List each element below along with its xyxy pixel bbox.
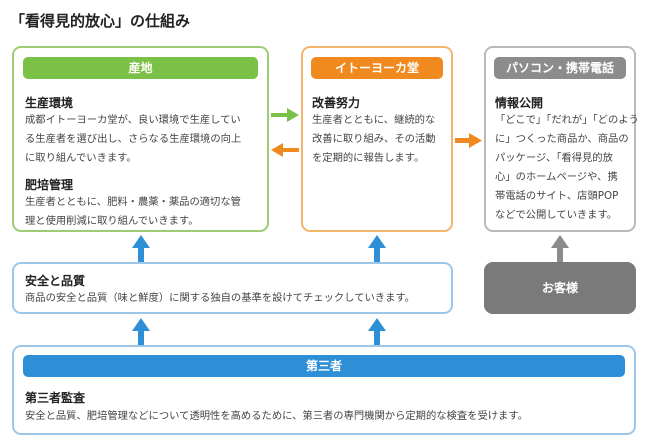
ito-header: イトーヨーカ堂 (311, 57, 443, 79)
arrow-ito-to-sanchi (271, 143, 299, 157)
third-party-text: 安全と品質、肥培管理などについて透明性を高めるために、第三者の専門機関から定期的… (25, 410, 528, 422)
quality-heading: 安全と品質 (25, 274, 86, 288)
arrow-quality-to-ito (368, 235, 386, 262)
sanchi-section1-text: 成都イトーヨーカ堂が、良い環境で生産してい る生産者を選び出し、さらなる生産環境… (25, 114, 242, 164)
third-party-heading: 第三者監査 (25, 391, 86, 405)
quality-text: 商品の安全と品質（味と鮮度）に関する独自の基準を設けてチェックしていきます。 (25, 292, 415, 304)
arrow-quality-to-sanchi (132, 235, 150, 262)
pc-heading: 情報公開 (495, 96, 544, 110)
ito-text: 生産者とともに、継続的な 改善に取り組み、その活動 を定期的に報告します。 (312, 114, 436, 164)
arrow-third-to-quality-left (132, 318, 150, 345)
third-party-box: 第三者 第三者監査 安全と品質、肥培管理などについて透明性を高めるために、第三者… (12, 345, 636, 435)
customer-box: お客様 (484, 262, 636, 314)
pc-box: パソコン・携帯電話 情報公開 「どこで」「だれが」「どのよう に」つくった商品か… (484, 46, 639, 232)
ito-heading: 改善努力 (312, 96, 361, 110)
third-party-header: 第三者 (23, 355, 625, 377)
sanchi-section2-heading: 肥培管理 (25, 178, 74, 192)
arrow-third-to-quality-right (368, 318, 386, 345)
arrow-customer-to-pc (551, 235, 569, 262)
pc-text: 「どこで」「だれが」「どのよう に」つくった商品か、商品の パッケージ、「看得見… (495, 114, 639, 221)
arrow-ito-to-pc (455, 133, 482, 148)
sanchi-box: 産地 生産環境 成都イトーヨーカ堂が、良い環境で生産してい る生産者を選び出し、… (12, 46, 269, 232)
customer-label: お客様 (541, 281, 578, 295)
page-title: 「看得見的放心」の仕組み (10, 12, 191, 30)
arrow-sanchi-to-ito (271, 108, 299, 122)
sanchi-section2-text: 生産者とともに、肥料・農薬・薬品の適切な管 理と使用削減に取り組んでいきます。 (25, 196, 241, 227)
ito-box: イトーヨーカ堂 改善努力 生産者とともに、継続的な 改善に取り組み、その活動 を… (301, 46, 453, 232)
pc-header: パソコン・携帯電話 (494, 57, 626, 79)
sanchi-section1-heading: 生産環境 (25, 96, 74, 110)
sanchi-header: 産地 (23, 57, 258, 79)
quality-box: 安全と品質 商品の安全と品質（味と鮮度）に関する独自の基準を設けてチェックしてい… (12, 262, 453, 314)
